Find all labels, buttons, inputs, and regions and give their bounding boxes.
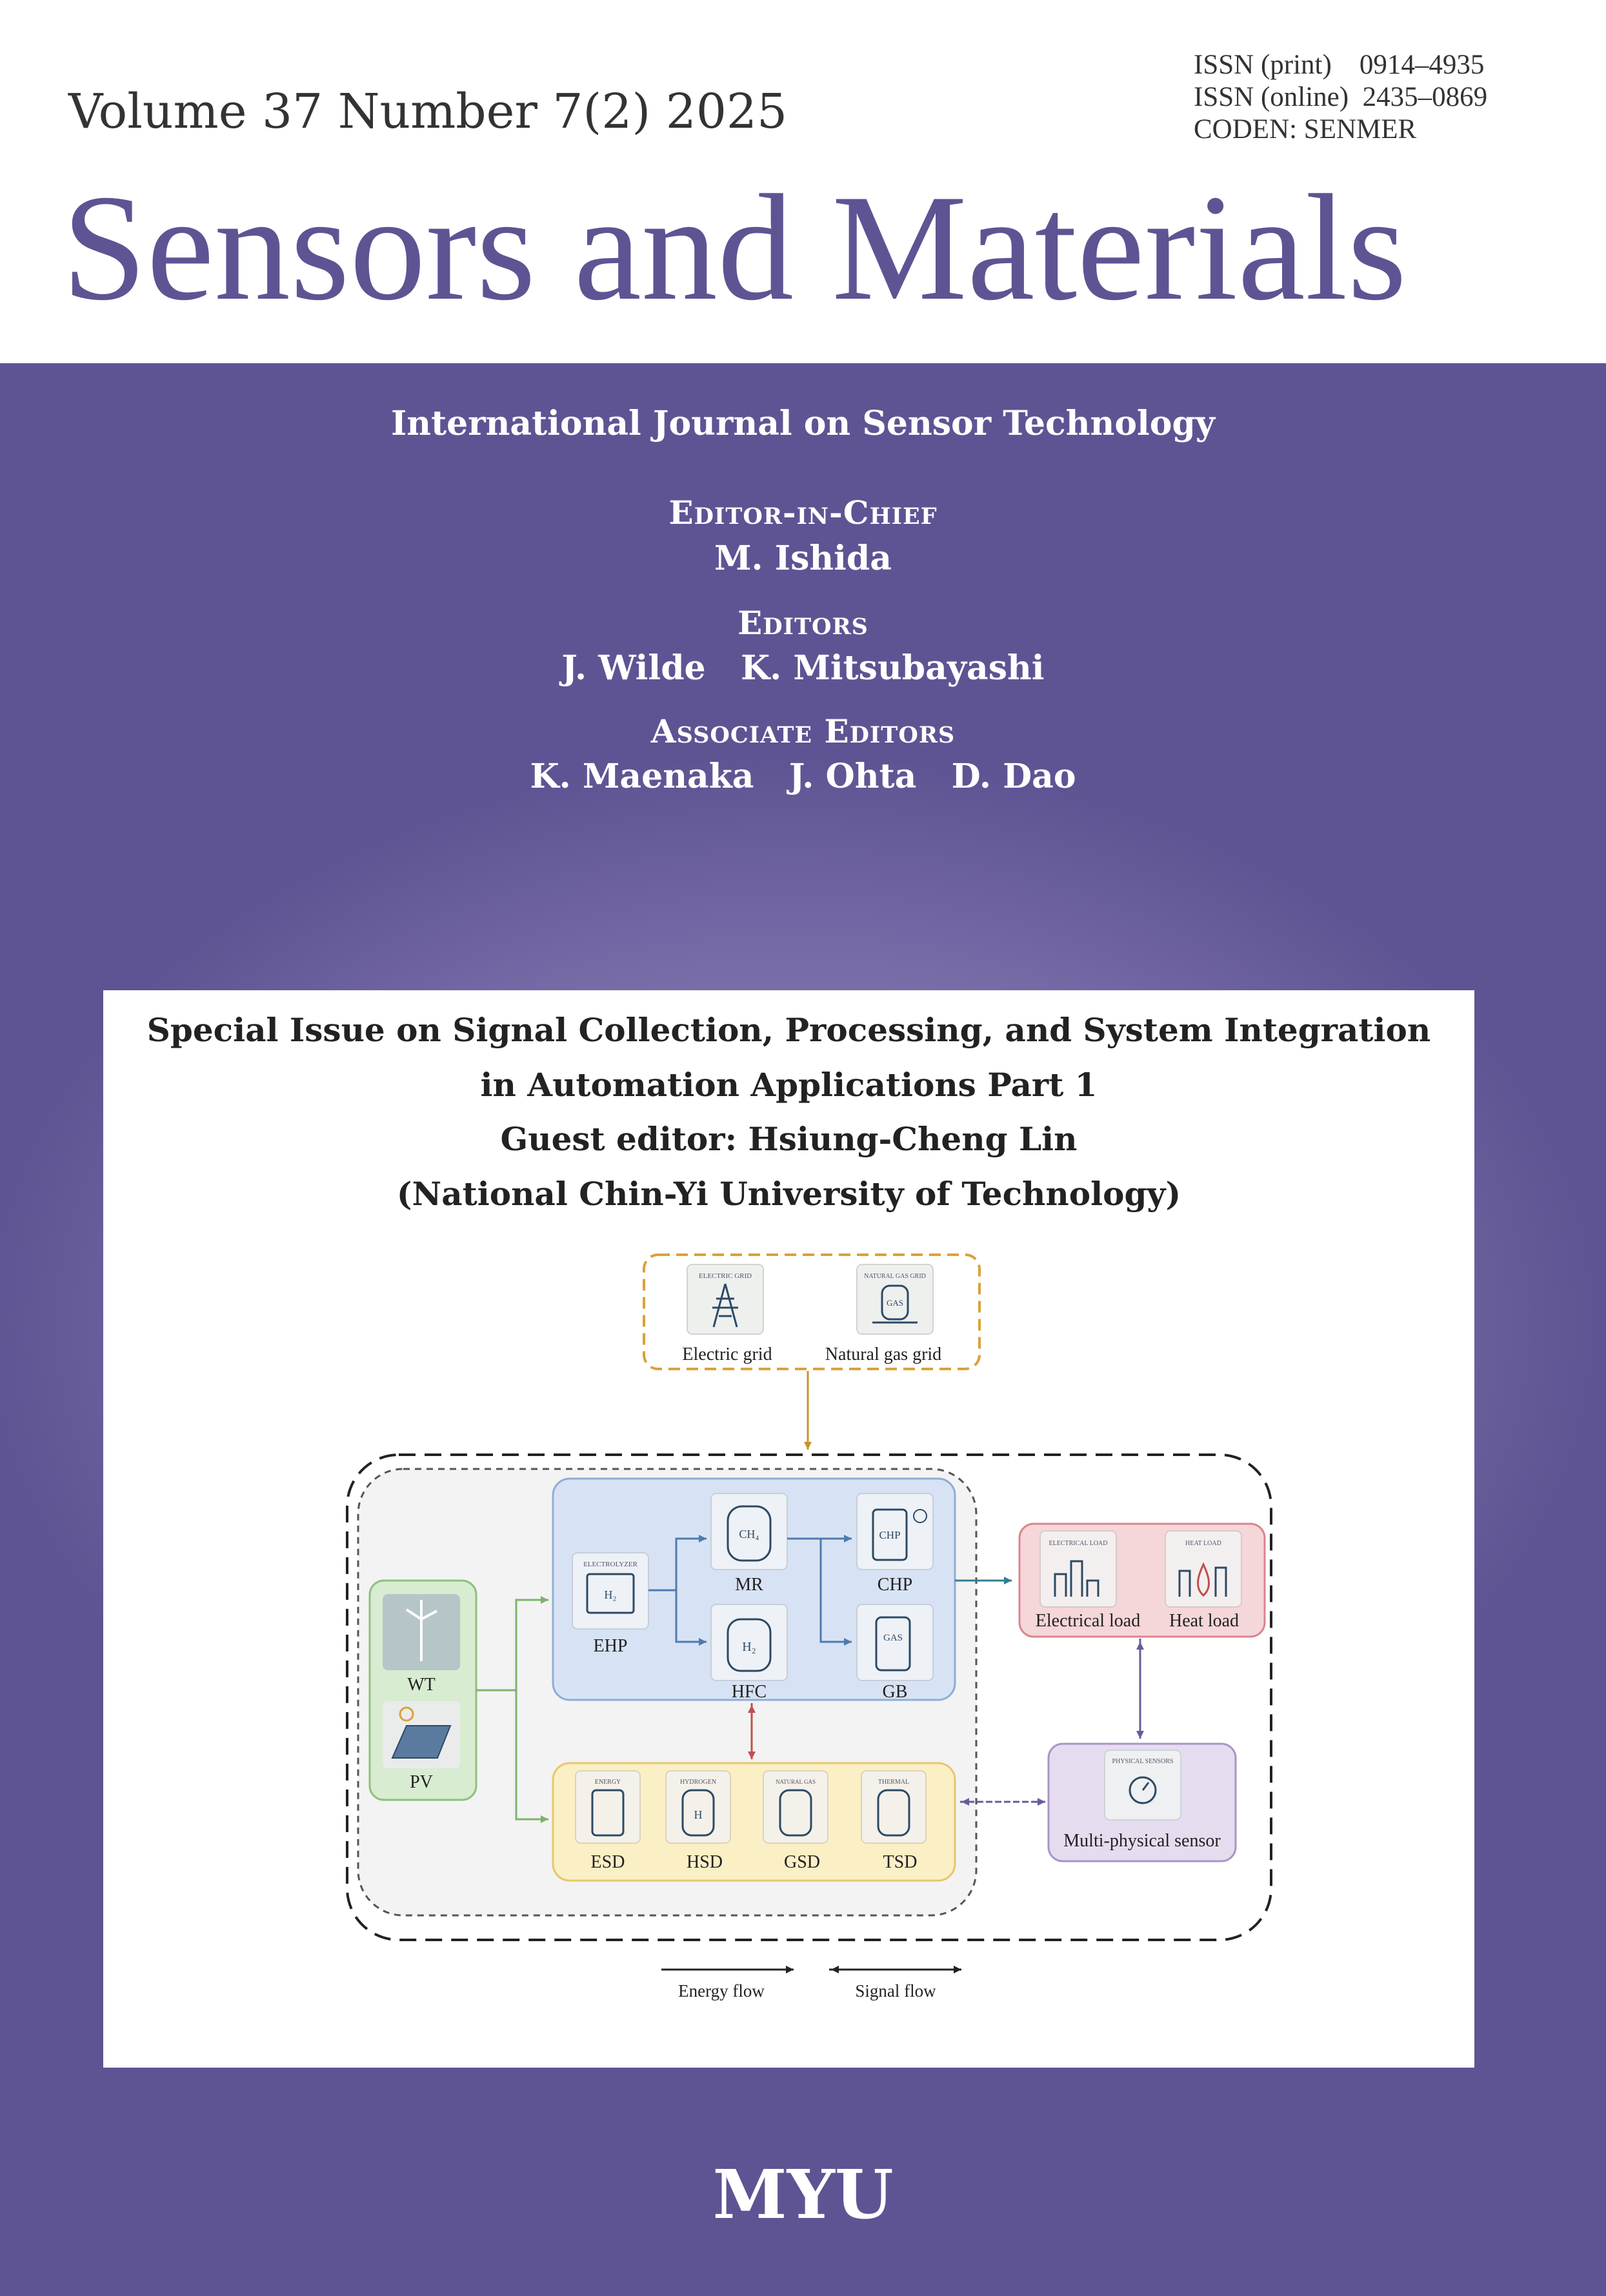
energy-storage-icon: ENERGY xyxy=(575,1770,641,1844)
ehp-label: EHP xyxy=(594,1636,628,1656)
hydrogen-storage-icon: HYDROGEN H xyxy=(665,1770,731,1844)
svg-text:CH₄: CH₄ xyxy=(739,1528,759,1541)
electric-grid-icon: ELECTRIC GRID xyxy=(687,1264,764,1335)
storage-group xyxy=(552,1762,956,1882)
editors-names: J. Wilde K. Mitsubayashi xyxy=(561,648,1045,688)
gas-boiler-icon: GAS xyxy=(856,1604,934,1681)
special-issue-panel: Special Issue on Signal Collection, Proc… xyxy=(103,990,1474,2068)
coden: CODEN: SENMER xyxy=(1194,114,1417,145)
solar-panel-icon xyxy=(383,1701,460,1768)
hsd-label: HSD xyxy=(687,1852,723,1872)
associate-editors-label: Associate Editors xyxy=(650,712,956,750)
source-to-storage-arrow xyxy=(515,1690,548,1823)
sensor-label: Multi-physical sensor xyxy=(1063,1831,1221,1851)
gas-grid-label: Natural gas grid xyxy=(825,1344,941,1364)
heat-load-icon-caption: HEAT LOAD xyxy=(1185,1540,1221,1547)
issn-print: ISSN (print) 0914–4935 xyxy=(1194,50,1485,80)
gsd-label: GSD xyxy=(784,1852,820,1872)
system-boundary xyxy=(346,1453,1272,1941)
source-to-ehp-arrow xyxy=(476,1596,548,1692)
issn-block: ISSN (print) 0914–4935 ISSN (online) 243… xyxy=(1194,49,1487,146)
energy-flow-legend: Energy flow xyxy=(678,1981,765,2001)
methane-reactor-icon: CH₄ xyxy=(710,1493,788,1570)
tsd-icon-caption: THERMAL xyxy=(878,1779,909,1786)
publisher-logo: MYU xyxy=(712,2155,894,2234)
svg-text:GAS: GAS xyxy=(883,1633,903,1643)
svg-text:H: H xyxy=(694,1808,703,1821)
editor-in-chief-name: M. Ishida xyxy=(714,539,892,578)
chp-icon: CHP xyxy=(856,1493,934,1570)
hsd-icon-caption: HYDROGEN xyxy=(680,1779,716,1786)
sensor-icon-caption: PHYSICAL SENSORS xyxy=(1112,1758,1174,1765)
special-issue-title-line1: Special Issue on Signal Collection, Proc… xyxy=(146,1011,1431,1049)
editors-label: Editors xyxy=(738,604,868,642)
ehp-icon-caption: ELECTROLYZER xyxy=(583,1561,637,1568)
heat-load-label: Heat load xyxy=(1169,1611,1239,1631)
thermal-storage-icon: THERMAL xyxy=(861,1770,927,1844)
mr-to-gb-arrow xyxy=(819,1539,852,1646)
issn-online: ISSN (online) 2435–0869 xyxy=(1194,82,1488,112)
chp-label: CHP xyxy=(878,1575,912,1595)
wt-label: WT xyxy=(407,1675,436,1695)
journal-title: Sensors and Materials xyxy=(62,164,1407,332)
energy-system-diagram: ELECTRIC GRID Electric grid NATURAL GAS … xyxy=(346,1253,1272,2001)
svg-text:H₂: H₂ xyxy=(604,1588,616,1601)
mr-label: MR xyxy=(735,1575,763,1595)
gb-label: GB xyxy=(883,1682,908,1702)
gsd-icon-caption: NATURAL GAS xyxy=(776,1779,816,1785)
pv-label: PV xyxy=(410,1772,433,1792)
hfc-label: HFC xyxy=(732,1682,767,1702)
ehp-to-hfc-arrow xyxy=(675,1590,707,1646)
volume-info: Volume 37 Number 7(2) 2025 xyxy=(68,84,788,139)
associate-editors-names: K. Maenaka J. Ohta D. Dao xyxy=(530,757,1076,796)
electric-grid-icon-caption: ELECTRIC GRID xyxy=(699,1272,752,1280)
wind-turbine-icon xyxy=(383,1594,460,1670)
electric-grid-label: Electric grid xyxy=(682,1344,772,1364)
esd-icon-caption: ENERGY xyxy=(595,1779,621,1786)
editor-in-chief-label: Editor-in-Chief xyxy=(668,494,938,532)
signal-flow-legend: Signal flow xyxy=(855,1981,936,2001)
hydrogen-fuel-cell-icon: H₂ xyxy=(710,1604,788,1681)
electrical-load-label: Electrical load xyxy=(1036,1611,1140,1631)
gas-grid-icon: NATURAL GAS GRID GAS xyxy=(856,1264,934,1335)
conversion-group xyxy=(552,1477,956,1701)
cover-header: Volume 37 Number 7(2) 2025 ISSN (print) … xyxy=(0,0,1606,363)
heat-load-icon: HEAT LOAD xyxy=(1165,1530,1242,1608)
physical-sensor-icon: PHYSICAL SENSORS xyxy=(1104,1750,1181,1821)
guest-editor-affiliation: (National Chin-Yi University of Technolo… xyxy=(396,1175,1181,1213)
svg-text:H₂: H₂ xyxy=(742,1640,756,1654)
electrical-load-icon: ELECTRICAL LOAD xyxy=(1039,1530,1117,1608)
tsd-label: TSD xyxy=(883,1852,918,1872)
esd-label: ESD xyxy=(591,1852,625,1872)
electrical-load-icon-caption: ELECTRICAL LOAD xyxy=(1049,1540,1107,1547)
ehp-to-mr-arrow xyxy=(648,1535,707,1592)
guest-editor: Guest editor: Hsiung-Cheng Lin xyxy=(500,1120,1078,1158)
svg-text:CHP: CHP xyxy=(879,1529,900,1541)
gas-storage-icon: NATURAL GAS xyxy=(763,1770,828,1844)
gas-grid-icon-caption: NATURAL GAS GRID xyxy=(864,1273,926,1280)
electrolyzer-icon: ELECTROLYZER H₂ xyxy=(572,1552,649,1630)
svg-text:GAS: GAS xyxy=(887,1298,903,1308)
special-issue-title-line2: in Automation Applications Part 1 xyxy=(480,1066,1098,1104)
journal-subtitle: International Journal on Sensor Technolo… xyxy=(390,404,1216,443)
grid-group xyxy=(643,1253,981,1370)
